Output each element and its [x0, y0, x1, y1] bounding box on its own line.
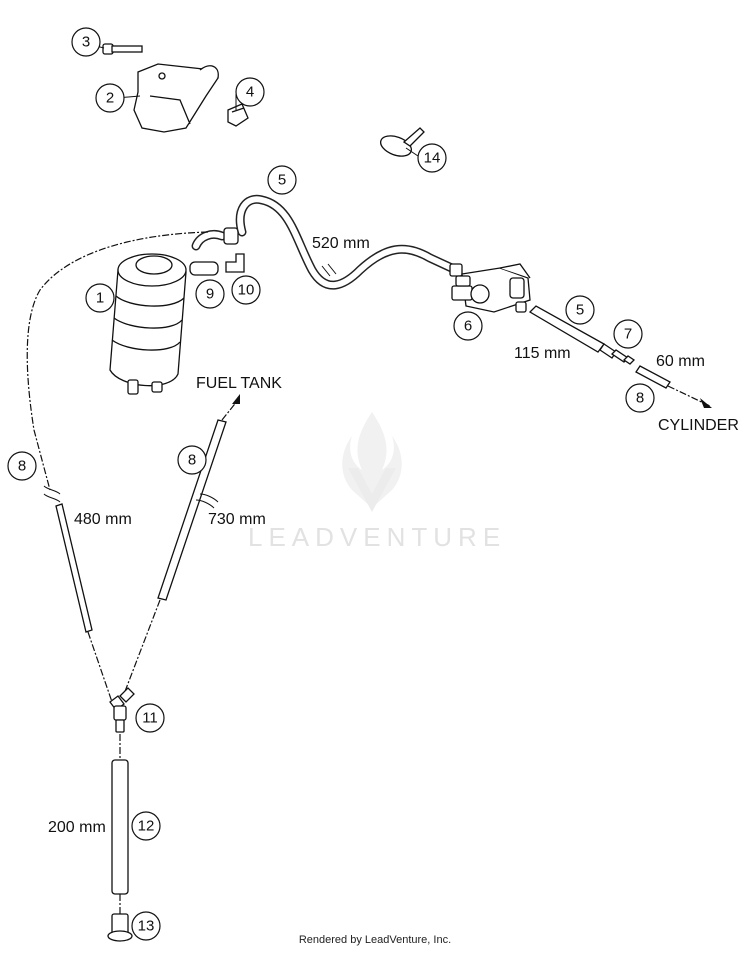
route-right-lower: [123, 599, 161, 695]
dimension-60: 60 mm: [656, 353, 705, 370]
hose-730-icon: [157, 419, 227, 601]
bracket-cover-icon: [133, 63, 219, 133]
short-hose-icon: [189, 261, 219, 276]
dimension-480: 480 mm: [74, 511, 132, 528]
svg-text:12: 12: [138, 818, 155, 835]
svg-text:5: 5: [278, 172, 286, 189]
route-to-cylinder: [667, 385, 711, 407]
route-left-lower: [87, 631, 113, 703]
callout-3: 3: [71, 27, 101, 57]
svg-text:10: 10: [238, 282, 255, 299]
callout-14: 14: [417, 143, 447, 173]
svg-text:13: 13: [138, 918, 155, 935]
callout-4: 4: [235, 77, 265, 107]
callout-1: 1: [85, 283, 115, 313]
callout-9: 9: [195, 279, 225, 309]
svg-text:5: 5: [576, 302, 584, 319]
svg-text:3: 3: [82, 34, 90, 51]
footer-credit: Rendered by LeadVenture, Inc.: [298, 934, 452, 946]
hose-520-icon: [235, 194, 463, 290]
svg-text:8: 8: [188, 452, 196, 469]
clip-nut-icon: [227, 103, 249, 127]
callout-12: 12: [131, 811, 161, 841]
dimension-115: 115 mm: [514, 345, 571, 362]
connector-icon: [599, 343, 636, 365]
svg-text:8: 8: [18, 458, 26, 475]
callout-8a: 8: [625, 383, 655, 413]
cylinder-label: CYLINDER: [658, 417, 739, 434]
svg-text:14: 14: [424, 150, 441, 167]
arrow-to-fuel-tank-icon: [232, 394, 240, 404]
callout-5b: 5: [565, 295, 595, 325]
svg-text:4: 4: [246, 84, 254, 101]
callout-11: 11: [135, 703, 165, 733]
callout-8b: 8: [7, 451, 37, 481]
callout-7: 7: [613, 319, 643, 349]
hose-60-icon: [635, 365, 671, 389]
svg-text:2: 2: [106, 90, 114, 107]
elbow-fitting-icon: [225, 253, 245, 273]
route-to-fuel-tank: [221, 399, 239, 421]
cap-icon: [107, 913, 133, 942]
svg-text:9: 9: [206, 286, 214, 303]
callout-8c: 8: [177, 445, 207, 475]
hose-480-icon: [55, 503, 93, 633]
fuel-tank-label: FUEL TANK: [196, 375, 282, 392]
watermark-text: LEADVENTURE: [248, 522, 506, 552]
bolt-icon: [102, 43, 143, 55]
dimension-730: 730 mm: [208, 511, 266, 528]
canister-icon: [109, 253, 187, 395]
svg-text:11: 11: [142, 710, 158, 727]
route-left: [26, 231, 209, 491]
arrow-to-cylinder-icon: [700, 398, 712, 408]
callout-13: 13: [131, 911, 161, 941]
svg-text:6: 6: [464, 318, 472, 335]
hose-200-icon: [111, 759, 129, 895]
dimension-200: 200 mm: [48, 819, 106, 836]
callout-10: 10: [231, 275, 261, 305]
t-fitting-icon: [109, 687, 135, 733]
callout-2: 2: [95, 83, 125, 113]
callout-6: 6: [453, 311, 483, 341]
solenoid-valve-icon: [451, 263, 531, 313]
svg-text:7: 7: [624, 326, 632, 343]
svg-text:8: 8: [636, 390, 644, 407]
elbow-hose-icon: [191, 227, 239, 251]
svg-text:1: 1: [96, 290, 104, 307]
watermark-logo-icon: [342, 412, 402, 512]
dimension-520: 520 mm: [312, 235, 370, 252]
callout-5a: 5: [267, 165, 297, 195]
